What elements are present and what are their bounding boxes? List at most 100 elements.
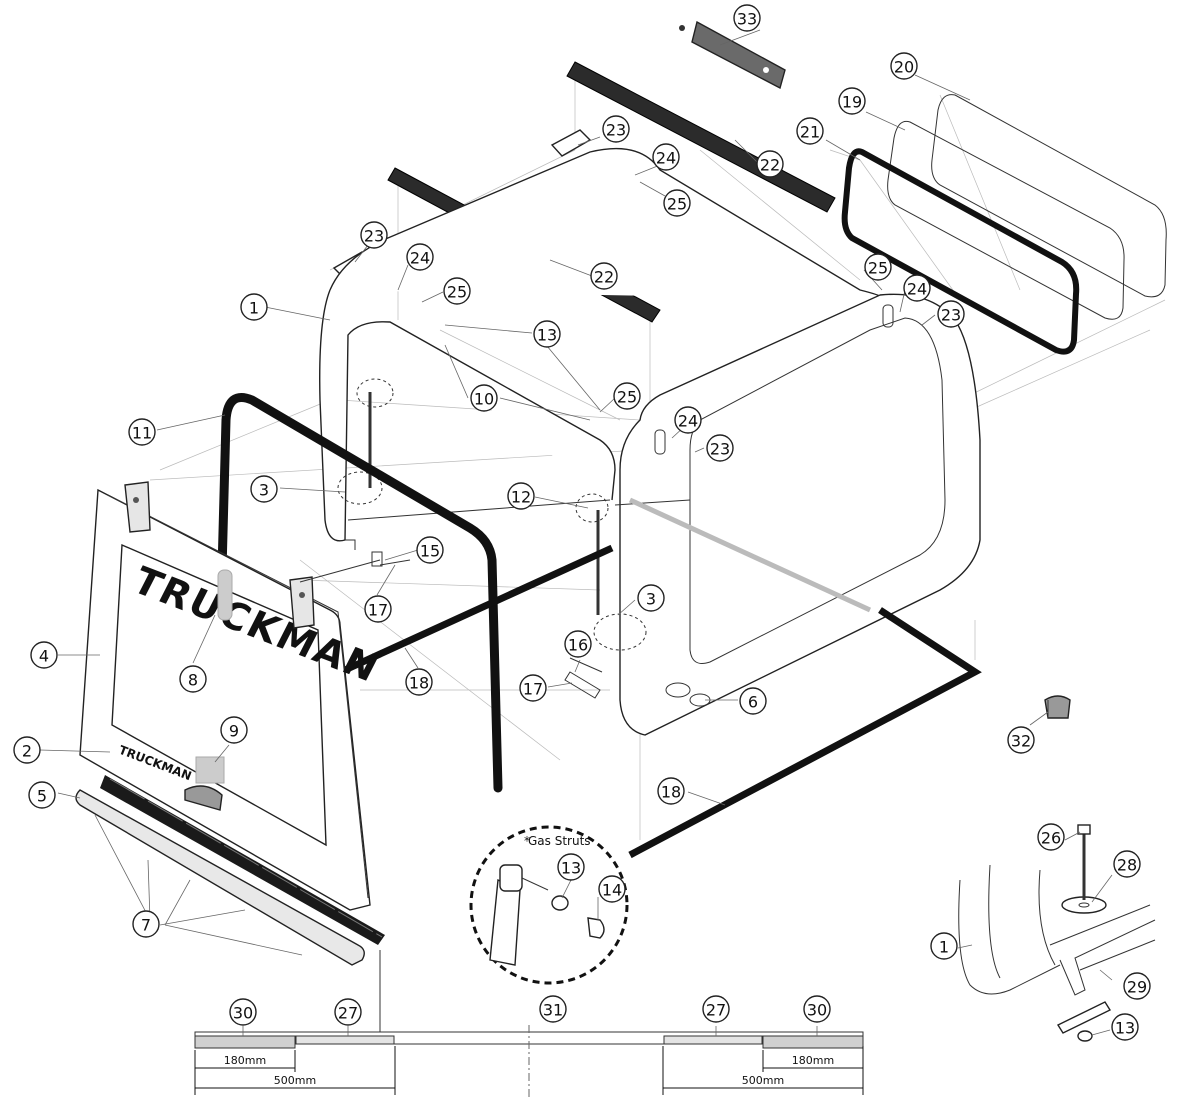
callout-number: 23	[364, 227, 384, 246]
callout-number: 1	[249, 299, 259, 318]
gas-strut-inset: * Gas Struts	[469, 825, 629, 985]
part-33-bracket	[679, 20, 786, 90]
callout-circle	[557, 853, 585, 881]
callout-c1b: 1	[930, 932, 958, 960]
callout-circle	[602, 115, 630, 143]
callout-c16: 16	[564, 630, 592, 658]
callout-number: 7	[141, 916, 151, 935]
callout-c11: 11	[128, 418, 156, 446]
callout-circle	[702, 995, 730, 1023]
callout-number: 6	[748, 693, 758, 712]
callout-c13c: 13	[1111, 1013, 1139, 1041]
door-hinges	[124, 481, 315, 629]
callout-circle	[128, 418, 156, 446]
callout-circle	[13, 736, 41, 764]
callout-c18a: 18	[405, 668, 433, 696]
callout-circle	[838, 87, 866, 115]
callout-c29: 29	[1123, 972, 1151, 1000]
callout-circle	[1007, 726, 1035, 754]
dimension-500mm-left: 500mm	[274, 1074, 316, 1087]
callout-circle	[674, 406, 702, 434]
callout-number: 20	[894, 58, 914, 77]
seal-strip-layout: 180mm 500mm 180mm 500mm	[194, 950, 864, 1100]
callout-number: 22	[760, 156, 780, 175]
callout-c24b: 24	[406, 243, 434, 271]
callout-number: 13	[537, 326, 557, 345]
callout-number: 2	[22, 742, 32, 761]
gas-struts-label: Gas Struts	[528, 834, 591, 848]
callout-number: 25	[447, 283, 467, 302]
part-20-rear-glass	[931, 94, 1167, 298]
callout-number: 16	[568, 636, 588, 655]
callout-circle	[864, 253, 892, 281]
callout-circle	[28, 781, 56, 809]
callout-circle	[229, 998, 257, 1026]
callout-c17a: 17	[364, 595, 392, 623]
part-11-door-seal	[217, 393, 503, 793]
callout-circle	[756, 150, 784, 178]
dimension-lines	[194, 1046, 864, 1095]
callout-circle	[663, 189, 691, 217]
callout-number: 24	[410, 249, 430, 268]
callout-number: 3	[646, 590, 656, 609]
callout-circle	[406, 243, 434, 271]
callout-number: 5	[37, 787, 47, 806]
callout-c32: 32	[1007, 726, 1035, 754]
callout-c28: 28	[1113, 850, 1141, 878]
callout-c30b: 30	[803, 995, 831, 1023]
callout-number: 9	[229, 722, 239, 741]
callout-number: 18	[661, 783, 681, 802]
part-1-canopy-body	[319, 147, 981, 736]
callout-number: 17	[523, 680, 543, 699]
callout-number: 30	[807, 1001, 827, 1020]
callout-number: 29	[1127, 978, 1147, 997]
callout-circle	[179, 665, 207, 693]
callout-c23b: 23	[360, 221, 388, 249]
callout-c24a: 24	[652, 143, 680, 171]
callout-number: 15	[420, 542, 440, 561]
callout-c3b: 3	[637, 584, 665, 612]
callout-circle	[360, 221, 388, 249]
callout-circle	[803, 995, 831, 1023]
callout-number: 25	[617, 388, 637, 407]
callout-number: 12	[511, 488, 531, 507]
callout-circle	[637, 584, 665, 612]
callout-number: 32	[1011, 732, 1031, 751]
callout-number: 26	[1041, 829, 1061, 848]
part-21-window-seal	[841, 148, 1080, 355]
callout-c9: 9	[220, 716, 248, 744]
callout-number: 21	[800, 123, 820, 142]
callout-circle	[220, 716, 248, 744]
callout-number: 33	[737, 10, 757, 29]
callout-c20: 20	[890, 52, 918, 80]
part-7-leader-fan	[94, 814, 303, 956]
callout-circle	[564, 630, 592, 658]
dimension-500mm-right: 500mm	[742, 1074, 784, 1087]
callout-circle	[903, 274, 931, 302]
callout-c10: 10	[470, 384, 498, 412]
callout-circle	[1111, 1013, 1139, 1041]
callout-circle	[733, 4, 761, 32]
callout-number: 8	[188, 671, 198, 690]
callout-number: 13	[1115, 1019, 1135, 1038]
callout-c8: 8	[179, 665, 207, 693]
callout-number: 14	[602, 881, 622, 900]
callout-circle	[507, 482, 535, 510]
callout-c7: 7	[132, 910, 160, 938]
callout-circle	[1123, 972, 1151, 1000]
callout-c27b: 27	[702, 995, 730, 1023]
callout-circle	[1113, 850, 1141, 878]
callout-number: 25	[667, 195, 687, 214]
callout-number: 30	[233, 1004, 253, 1023]
callout-circle	[890, 52, 918, 80]
callout-number: 19	[842, 93, 862, 112]
part-32-clip	[1044, 695, 1071, 719]
callout-number: 27	[338, 1004, 358, 1023]
callout-c4: 4	[30, 641, 58, 669]
callout-circle	[364, 595, 392, 623]
callout-number: 27	[706, 1001, 726, 1020]
callout-number: 4	[39, 647, 49, 666]
callout-circle	[533, 320, 561, 348]
